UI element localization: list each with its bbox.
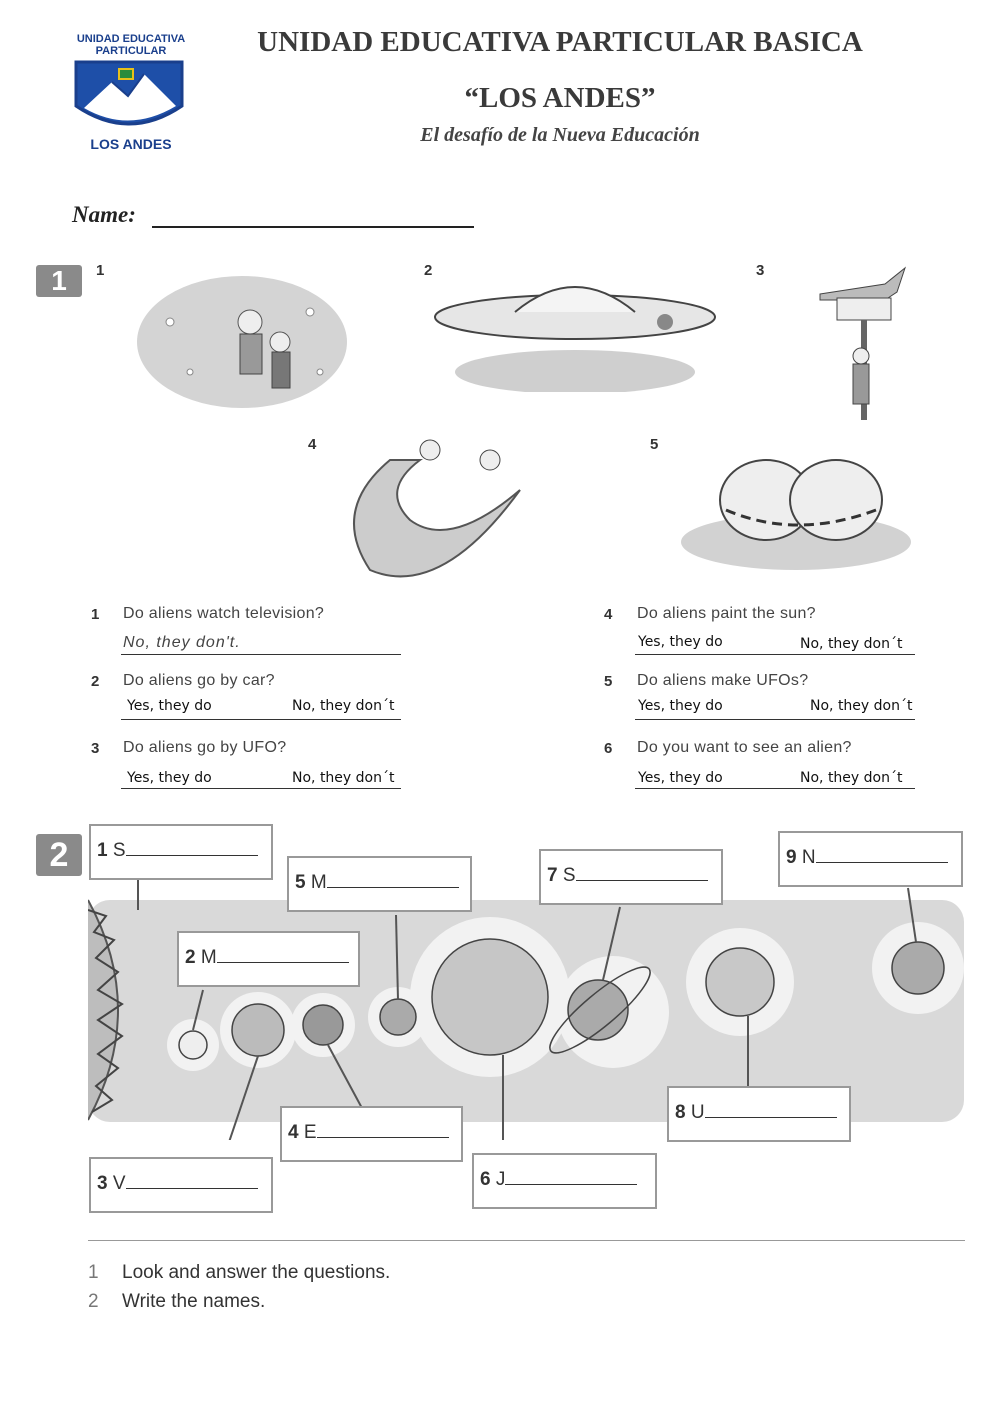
label-number: 7 (547, 865, 558, 886)
question-number: 6 (604, 740, 613, 757)
planet-label-8[interactable]: 8 U (667, 1086, 851, 1142)
label-blank[interactable] (704, 1117, 837, 1118)
example-answer: No, they don't. (123, 634, 241, 651)
aliens-stargazing-illustration (137, 276, 347, 408)
label-number: 2 (185, 947, 196, 968)
school-logo-shield (74, 60, 184, 126)
label-blank[interactable] (326, 887, 459, 888)
label-blank[interactable] (505, 1184, 638, 1185)
label-blank[interactable] (216, 962, 349, 963)
label-blank[interactable] (316, 1137, 449, 1138)
question-number: 5 (604, 673, 613, 690)
instruction-number: 2 (88, 1291, 99, 1312)
answer-option-yes[interactable]: Yes, they do (127, 770, 212, 786)
label-letter: M (200, 947, 217, 968)
name-label: Name: (72, 202, 136, 227)
planet-label-7[interactable]: 7 S (539, 849, 723, 905)
answer-line (635, 788, 915, 789)
school-subtitle: “LOS ANDES” (464, 82, 656, 114)
section-1-badge: 1 (36, 265, 82, 297)
label-number: 9 (786, 847, 797, 868)
divider (88, 1240, 965, 1241)
rocket-sign-illustration (819, 266, 907, 420)
question-number: 4 (604, 606, 613, 623)
moon-painting-illustration (353, 439, 521, 578)
label-letter: S (562, 865, 576, 886)
question-number: 2 (91, 673, 100, 690)
label-letter: E (303, 1122, 317, 1143)
answer-option-yes[interactable]: Yes, they do (638, 634, 723, 650)
label-number: 5 (295, 872, 306, 893)
label-letter: J (495, 1169, 506, 1190)
question-text: Do aliens go by car? (123, 672, 275, 689)
logo-caption: LOS ANDES (90, 136, 172, 152)
label-letter: V (112, 1173, 126, 1194)
planet-label-1[interactable]: 1 S (89, 824, 273, 880)
picture-number: 2 (424, 262, 433, 279)
label-letter: S (112, 840, 126, 861)
label-blank[interactable] (815, 862, 948, 863)
label-number: 8 (675, 1102, 686, 1123)
answer-option-yes[interactable]: Yes, they do (638, 770, 723, 786)
answer-option-yes[interactable]: Yes, they do (127, 698, 212, 714)
ufo-illustration (434, 286, 716, 392)
instruction-1: 1 Look and answer the questions. (88, 1262, 390, 1284)
question-text: Do aliens make UFOs? (637, 672, 809, 689)
label-number: 4 (288, 1122, 299, 1143)
question-number: 3 (91, 740, 100, 757)
planet-label-2[interactable]: 2 M (177, 931, 360, 987)
question-text: Do aliens paint the sun? (637, 605, 816, 622)
planet-label-3[interactable]: 3 V (89, 1157, 273, 1213)
school-motto: El desafío de la Nueva Educación (420, 124, 700, 146)
picture-number: 4 (308, 436, 317, 453)
planet-label-6[interactable]: 6 J (472, 1153, 657, 1209)
school-title: UNIDAD EDUCATIVA PARTICULAR BASICA (257, 26, 863, 58)
instruction-number: 1 (88, 1262, 99, 1283)
answer-option-no[interactable]: No, they don´t (800, 636, 903, 652)
label-number: 1 (97, 840, 108, 861)
answer-option-yes[interactable]: Yes, they do (638, 698, 723, 714)
planet-label-4[interactable]: 4 E (280, 1106, 463, 1162)
aliens-playing-illustration (681, 459, 911, 570)
answer-option-no[interactable]: No, they don´t (292, 770, 395, 786)
label-number: 6 (480, 1169, 491, 1190)
label-letter: N (801, 847, 816, 868)
label-blank[interactable] (125, 855, 258, 856)
picture-number: 3 (756, 262, 765, 279)
question-text: Do you want to see an alien? (637, 739, 852, 756)
picture-number: 5 (650, 436, 659, 453)
instruction-text: Look and answer the questions. (122, 1262, 391, 1283)
label-number: 3 (97, 1173, 108, 1194)
planet-label-5[interactable]: 5 M (287, 856, 472, 912)
answer-option-no[interactable]: No, they don´t (292, 698, 395, 714)
label-blank[interactable] (125, 1188, 258, 1189)
question-text: Do aliens go by UFO? (123, 739, 287, 756)
picture-number: 1 (96, 262, 105, 279)
question-text: Do aliens watch television? (123, 605, 325, 622)
answer-line (121, 719, 401, 720)
question-number: 1 (91, 606, 100, 623)
answer-line (635, 654, 915, 655)
answer-line (121, 654, 401, 655)
label-letter: U (690, 1102, 705, 1123)
instruction-2: 2 Write the names. (88, 1291, 265, 1313)
instruction-text: Write the names. (122, 1291, 266, 1312)
name-input-line[interactable] (152, 226, 474, 228)
answer-option-no[interactable]: No, they don´t (800, 770, 903, 786)
answer-line (635, 719, 915, 720)
planet-label-9[interactable]: 9 N (778, 831, 963, 887)
label-letter: M (310, 872, 327, 893)
answer-line (121, 788, 401, 789)
label-blank[interactable] (575, 880, 708, 881)
answer-option-no[interactable]: No, they don´t (810, 698, 913, 714)
section-2-badge: 2 (36, 834, 82, 876)
